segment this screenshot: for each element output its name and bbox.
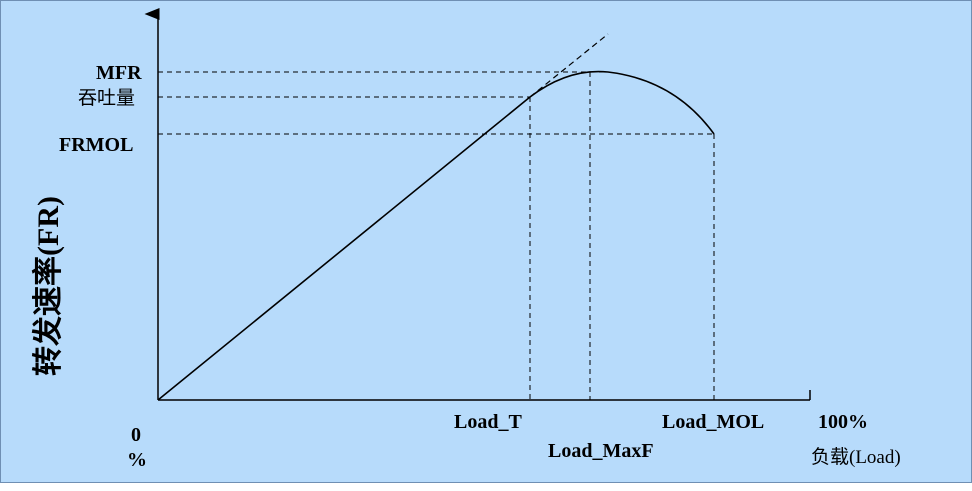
origin-zero: 0 (131, 424, 141, 446)
label-100-percent: 100% (818, 411, 868, 433)
label-load-maxf: Load_MaxF (548, 440, 654, 462)
origin-percent: % (127, 449, 147, 471)
y-axis-title: 转发速率(FR) (32, 196, 65, 376)
label-load-mol: Load_MOL (662, 411, 764, 433)
forwarding-rate-curve (157, 70, 715, 401)
label-frmol: FRMOL (59, 134, 133, 156)
label-throughput: 吞吐量 (78, 87, 135, 109)
label-mfr: MFR (96, 62, 142, 84)
linear-extension-dashed (529, 33, 609, 98)
x-axis-title: 负载(Load) (811, 446, 901, 468)
label-load-t: Load_T (454, 411, 522, 433)
